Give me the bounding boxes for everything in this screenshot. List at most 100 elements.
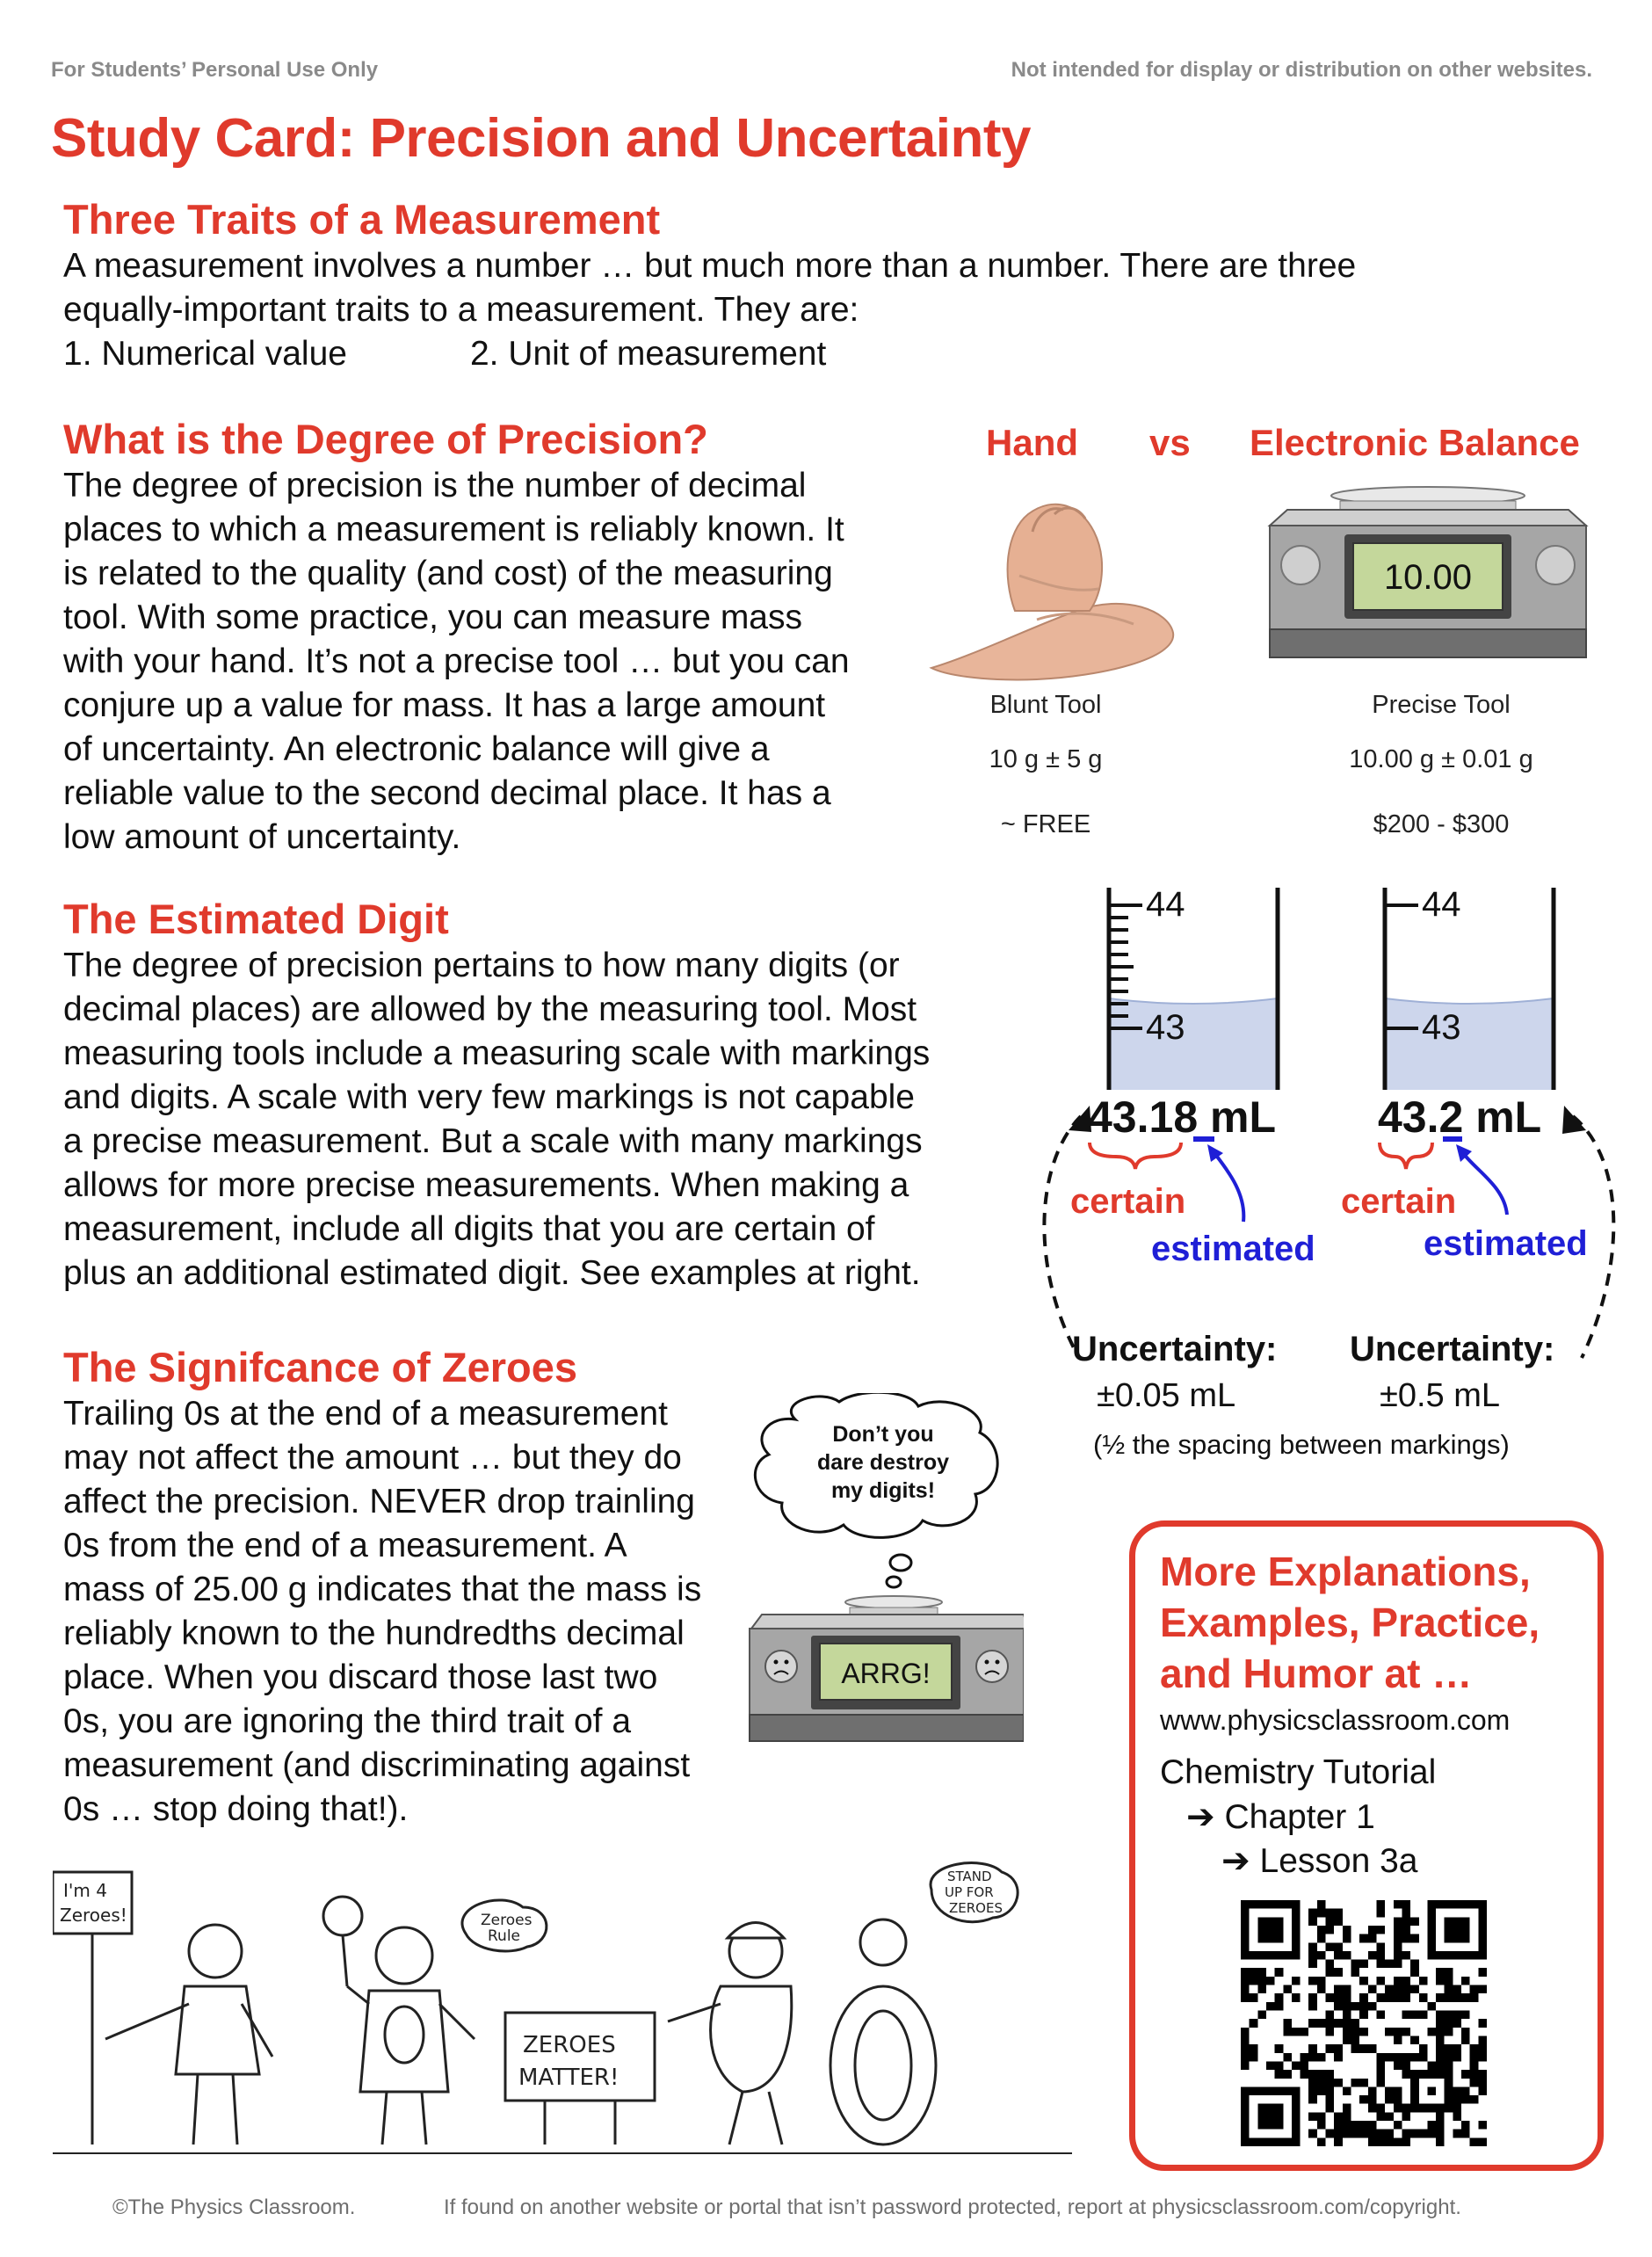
more-resources-title-line: More Explanations, xyxy=(1160,1549,1531,1594)
electronic-balance-illustration: 10.00 xyxy=(1267,486,1589,658)
lesson-link[interactable]: ➔ Lesson 3a xyxy=(1221,1842,1418,1880)
estimated-line: measurement, include all digits that you… xyxy=(63,1210,875,1248)
right-cylinder-label-44: 44 xyxy=(1422,885,1461,924)
left-cylinder-liquid xyxy=(1109,998,1278,1090)
precision-line: of uncertainty. An electronic balance wi… xyxy=(63,730,770,768)
balance-display-reading: 10.00 xyxy=(1384,558,1472,597)
thought-bubble xyxy=(754,1393,999,1539)
zeroes-line: 0s … stop doing that!). xyxy=(63,1790,409,1828)
chapter-link[interactable]: ➔ Chapter 1 xyxy=(1186,1798,1375,1836)
right-uncertainty-label: Uncertainty: xyxy=(1350,1330,1554,1368)
left-certain-label: certain xyxy=(1070,1182,1185,1221)
zeroes-line: affect the precision. NEVER drop trainli… xyxy=(63,1483,695,1520)
zeroes-line: mass of 25.00 g indicates that the mass … xyxy=(63,1571,702,1608)
more-resources-title-line: and Humor at … xyxy=(1160,1651,1473,1696)
speech-bubble-2-text: Rule xyxy=(488,1927,520,1945)
left-cylinder-label-43: 43 xyxy=(1146,1008,1185,1047)
precision-line: places to which a measurement is reliabl… xyxy=(63,511,844,548)
protest-sign-1-text: Zeroes! xyxy=(60,1905,127,1926)
protest-sign-2-text: MATTER! xyxy=(518,2065,619,2091)
right-reading: 43.2 mL xyxy=(1378,1092,1541,1142)
protest-sign-2-text: ZEROES xyxy=(523,2032,616,2058)
speech-bubble-2-text: Zeroes xyxy=(481,1912,533,1929)
speech-bubble-2 xyxy=(460,1898,548,1953)
left-reading: 43.18 mL xyxy=(1088,1092,1276,1142)
section-zeroes-text: Trailing 0s at the end of a measurement … xyxy=(63,1392,766,1832)
section-traits-heading: Three Traits of a Measurement xyxy=(63,196,661,243)
speech-bubble-3-text: UP FOR xyxy=(945,1884,994,1900)
hand-tool-value: 10 g ± 5 g xyxy=(989,745,1103,773)
footer-report-notice: If found on another website or portal th… xyxy=(444,2195,1461,2219)
zeroes-line: Trailing 0s at the end of a measurement xyxy=(63,1395,668,1433)
traits-list: 1. Numerical value 2. Unit of measurement xyxy=(63,332,1610,376)
right-estimated-arrow xyxy=(1461,1151,1509,1216)
left-dashed-loop xyxy=(1042,1114,1083,1359)
precision-line: low amount of uncertainty. xyxy=(63,818,461,856)
traits-line: equally-important traits to a measuremen… xyxy=(63,291,859,329)
left-certain-brace xyxy=(1088,1142,1183,1170)
trait-item-2: 2. Unit of measurement xyxy=(469,335,827,373)
right-cylinder-ticks xyxy=(1385,904,1418,1030)
compare-vs: vs xyxy=(1149,422,1191,463)
estimated-line: plus an additional estimated digit. See … xyxy=(63,1254,921,1292)
angry-balance-cartoon: Don’t you dare destroy my digits! ARRG! xyxy=(749,1393,1024,1742)
precision-line: with your hand. It’s not a precise tool … xyxy=(63,642,850,680)
footer-copyright: ©The Physics Classroom. xyxy=(112,2195,356,2219)
right-estimated-label: estimated xyxy=(1424,1224,1588,1263)
speech-bubble-3 xyxy=(929,1861,1019,1924)
protest-sign-1-text: I'm 4 xyxy=(63,1880,107,1901)
estimated-line: The degree of precision pertains to how … xyxy=(63,947,900,984)
compare-balance-title: Electronic Balance xyxy=(1250,422,1580,463)
header-right-note: Not intended for display or distribution… xyxy=(1011,58,1592,82)
section-estimated-text: The degree of precision pertains to how … xyxy=(63,944,1012,1295)
section-traits-text: A measurement involves a number … but mu… xyxy=(63,244,1610,376)
precision-line: reliable value to the second decimal pla… xyxy=(63,774,831,812)
qr-code[interactable] xyxy=(1241,1900,1487,2146)
section-precision-heading: What is the Degree of Precision? xyxy=(63,416,708,462)
precision-line: tool. With some practice, you can measur… xyxy=(63,599,802,636)
protest-sign-2 xyxy=(504,2011,656,2102)
precision-line: is related to the quality (and cost) of … xyxy=(63,555,833,592)
thought-bubble-text: dare destroy xyxy=(817,1450,949,1475)
right-certain-label: certain xyxy=(1341,1182,1456,1221)
right-cylinder-liquid xyxy=(1385,998,1554,1090)
cylinder-diagram: 44 43 44 43 43.18 mL 43.2 mL certain cer… xyxy=(1042,885,1616,1460)
zeroes-line: may not affect the amount … but they do xyxy=(63,1439,682,1477)
estimated-line: and digits. A scale with very few markin… xyxy=(63,1078,915,1116)
zeroes-line: place. When you discard those last two xyxy=(63,1658,658,1696)
zeroes-line: measurement (and discriminating against xyxy=(63,1746,691,1784)
zeroes-protest-cartoon: I'm 4 Zeroes! Zeroes Rule ZEROES MATTER!… xyxy=(53,1861,1072,2154)
estimated-line: allows for more precise measurements. Wh… xyxy=(63,1166,909,1204)
balance-tool-cost: $200 - $300 xyxy=(1373,810,1510,838)
balance-tool-value: 10.00 g ± 0.01 g xyxy=(1349,745,1533,773)
speech-bubble-3-text: STAND xyxy=(947,1869,992,1884)
chemistry-tutorial-label: Chemistry Tutorial xyxy=(1160,1753,1437,1791)
protest-sign-1 xyxy=(53,1870,134,1935)
estimated-line: decimal places) are allowed by the measu… xyxy=(63,991,917,1028)
right-certain-brace xyxy=(1378,1142,1434,1170)
left-estimated-arrow xyxy=(1213,1151,1246,1223)
right-dashed-loop xyxy=(1571,1114,1616,1359)
hand-illustration xyxy=(929,503,1175,681)
left-uncertainty-label: Uncertainty: xyxy=(1072,1330,1277,1368)
trait-item-1: 1. Numerical value xyxy=(63,335,347,373)
right-cylinder-label-43: 43 xyxy=(1422,1008,1461,1047)
header-left-note: For Students’ Personal Use Only xyxy=(51,58,379,82)
uncertainty-spacing-note: (½ the spacing between markings) xyxy=(1093,1429,1510,1460)
more-resources-title: More Explanations, Examples, Practice, a… xyxy=(1160,1546,1540,1699)
left-uncertainty-value: ±0.05 mL xyxy=(1097,1377,1235,1414)
page-title: Study Card: Precision and Uncertainty xyxy=(51,108,1031,169)
zeroes-line: reliably known to the hundredths decimal xyxy=(63,1615,685,1652)
thought-bubble-text: my digits! xyxy=(831,1478,935,1503)
estimated-line: measuring tools include a measuring scal… xyxy=(63,1034,931,1072)
hand-tool-cost: ~ FREE xyxy=(1000,810,1091,838)
website-link[interactable]: www.physicsclassroom.com xyxy=(1160,1704,1511,1736)
angry-balance-display: ARRG! xyxy=(841,1658,930,1689)
estimated-line: a precise measurement. But a scale with … xyxy=(63,1122,923,1160)
section-estimated-heading: The Estimated Digit xyxy=(63,896,449,942)
precision-line: The degree of precision is the number of… xyxy=(63,467,807,504)
left-cylinder-ticks xyxy=(1109,904,1142,1030)
hand-tool-label: Blunt Tool xyxy=(989,691,1102,719)
precision-line: conjure up a value for mass. It has a la… xyxy=(63,686,826,724)
balance-tool-label: Precise Tool xyxy=(1372,691,1511,719)
